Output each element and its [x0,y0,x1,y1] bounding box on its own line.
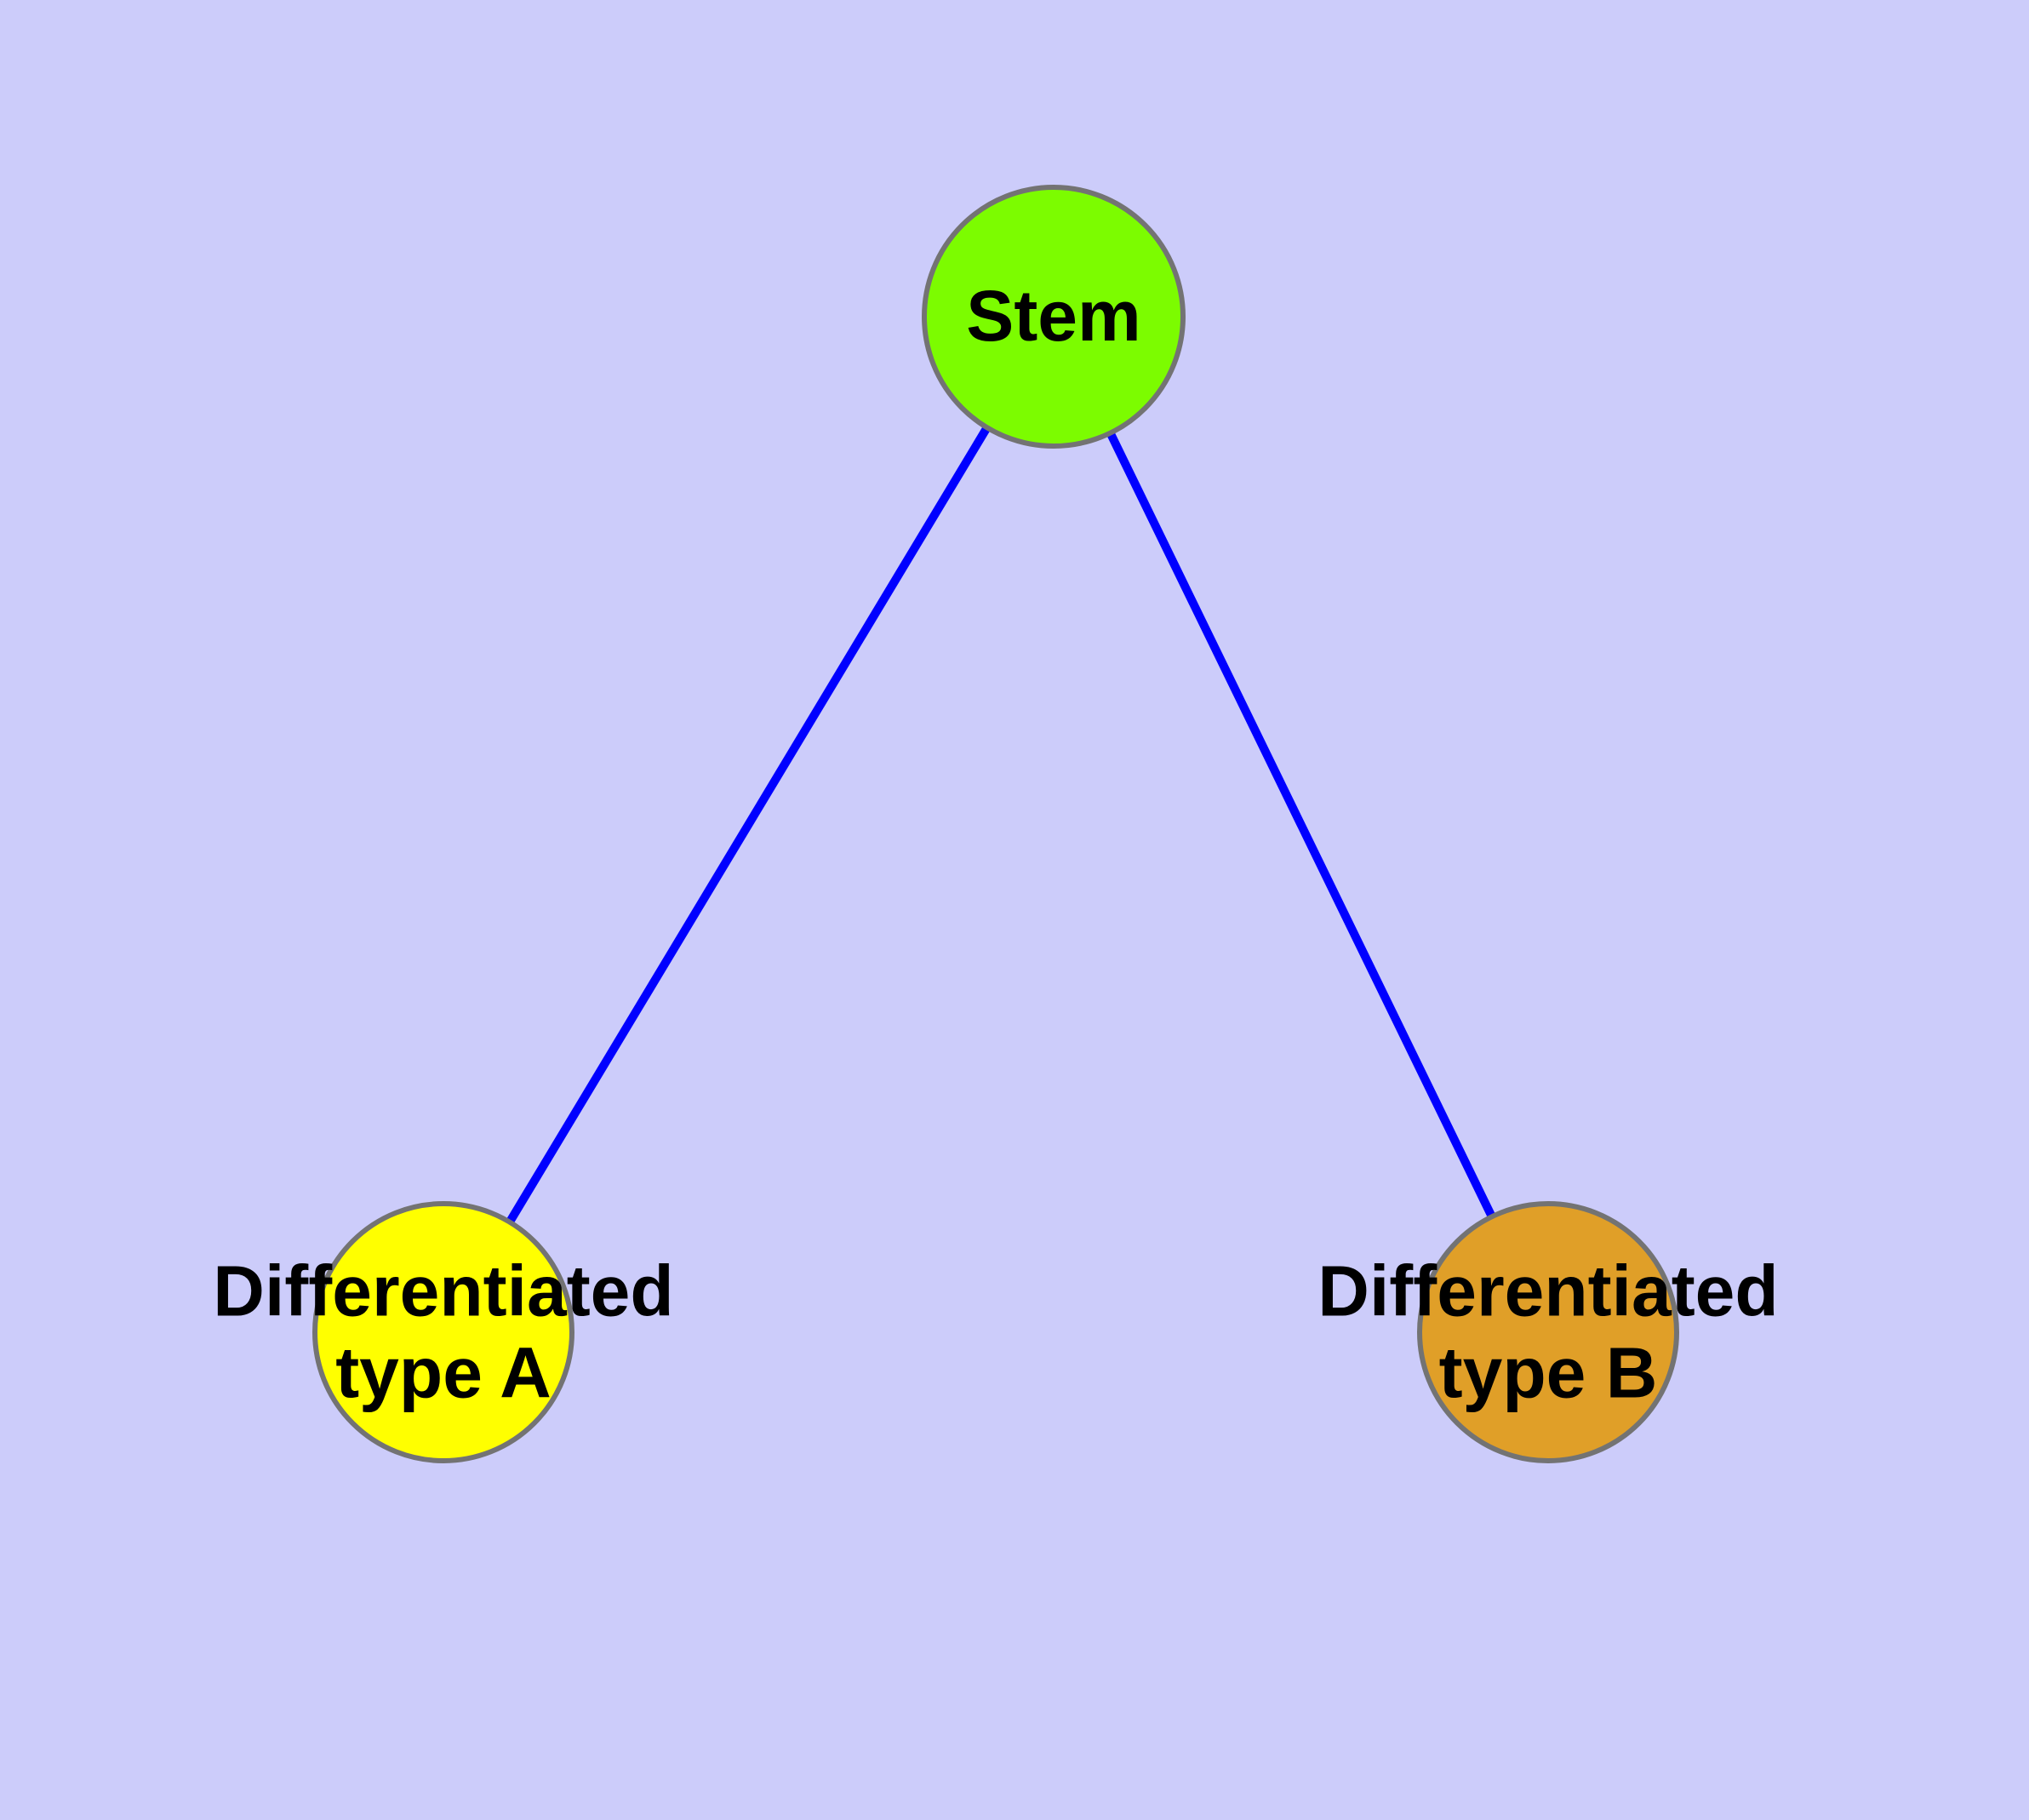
graph-node-diff_b[interactable] [1417,1201,1679,1463]
graph-edge[interactable] [1049,314,1552,1335]
graph-edge[interactable] [439,314,1058,1335]
graph-node-diff_a[interactable] [312,1201,574,1463]
edge-layer [439,314,1552,1335]
graph-node-stem[interactable] [922,185,1186,449]
node-layer [312,185,1679,1463]
